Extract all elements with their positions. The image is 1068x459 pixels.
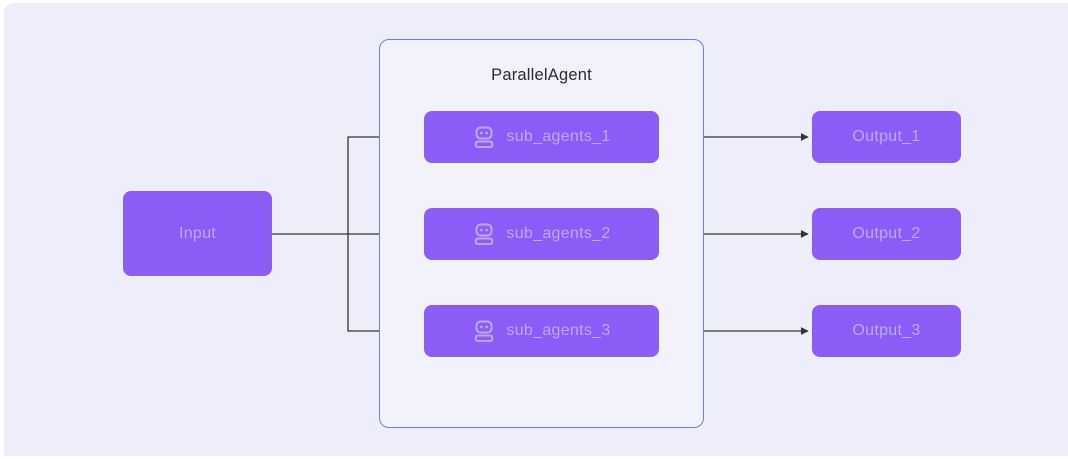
parallel-agent-title: ParallelAgent — [491, 66, 592, 84]
sub-agent-node-3: sub_agents_3 — [424, 305, 659, 357]
robot-icon — [475, 126, 494, 148]
output-node-label: Output_3 — [852, 322, 921, 339]
robot-icon — [475, 223, 494, 245]
sub-agent-node-1: sub_agents_1 — [424, 111, 659, 163]
sub-agent-label: sub_agents_2 — [506, 225, 611, 242]
output-node-1: Output_1 — [812, 111, 961, 163]
sub-agent-node-2: sub_agents_2 — [424, 208, 659, 260]
input-node-label: Input — [178, 224, 217, 242]
sub-agent-label: sub_agents_3 — [506, 322, 611, 339]
output-node-2: Output_2 — [812, 208, 961, 260]
input-node: Input — [123, 191, 272, 276]
robot-icon — [475, 320, 494, 342]
sub-agent-label: sub_agents_1 — [506, 128, 611, 145]
output-node-label: Output_2 — [852, 225, 921, 242]
output-node-3: Output_3 — [812, 305, 961, 357]
diagram-canvas: ParallelAgent Input sub_agents_1 sub_age… — [4, 3, 1068, 456]
output-node-label: Output_1 — [852, 128, 921, 145]
